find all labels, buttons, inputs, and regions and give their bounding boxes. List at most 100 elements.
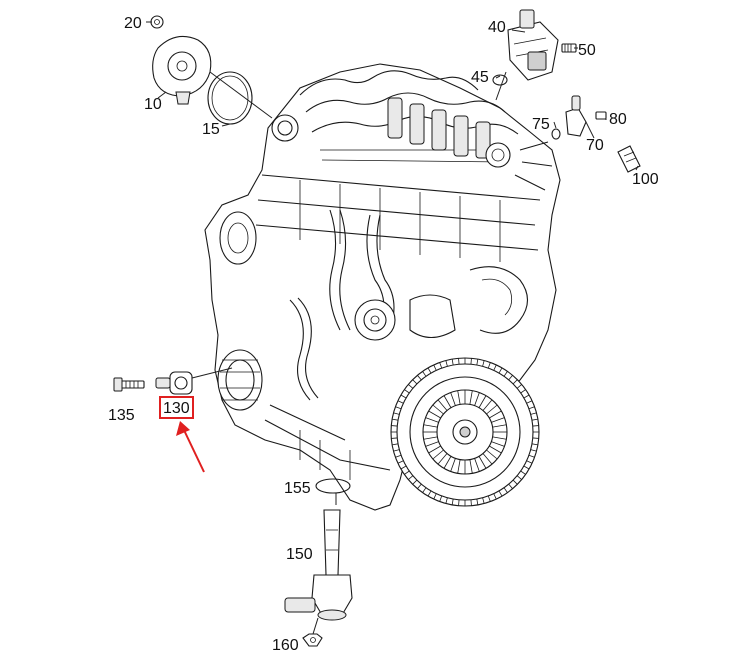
flywheel-tooth bbox=[530, 412, 537, 415]
flywheel-spoke bbox=[443, 456, 452, 469]
part-label-70[interactable]: 70 bbox=[586, 137, 604, 154]
part-label-15[interactable]: 15 bbox=[202, 121, 220, 138]
part-150-oil-level-sensor bbox=[284, 509, 353, 621]
flywheel-tooth bbox=[422, 371, 427, 377]
part-label-155[interactable]: 155 bbox=[284, 480, 311, 497]
flywheel-spoke bbox=[491, 441, 505, 447]
flywheel-spoke bbox=[457, 459, 461, 474]
flywheel-spoke bbox=[423, 424, 438, 428]
flywheel-spoke bbox=[486, 449, 498, 460]
part-label-130[interactable]: 130 bbox=[163, 400, 190, 417]
flywheel-tooth bbox=[498, 367, 503, 374]
part-label-80[interactable]: 80 bbox=[609, 111, 627, 128]
flywheel-tooth bbox=[523, 465, 530, 470]
flywheel-spoke bbox=[492, 436, 507, 440]
flywheel-spoke bbox=[432, 449, 444, 460]
flywheel-tooth bbox=[503, 487, 508, 493]
flywheel-tooth bbox=[451, 359, 454, 366]
flywheel-tooth bbox=[395, 406, 402, 410]
part-label-40[interactable]: 40 bbox=[488, 19, 506, 36]
flywheel-spoke bbox=[474, 458, 480, 472]
flywheel-spoke bbox=[474, 392, 480, 406]
flywheel-tooth bbox=[391, 437, 398, 439]
part-20-bolt bbox=[150, 15, 164, 29]
flywheel-tooth bbox=[526, 400, 533, 404]
highlight-arrow bbox=[182, 427, 205, 473]
flywheel-spoke bbox=[469, 459, 473, 474]
flywheel-tooth bbox=[422, 487, 427, 493]
flywheel-spoke bbox=[437, 453, 448, 465]
flywheel-tooth bbox=[512, 479, 518, 485]
flywheel-spoke bbox=[437, 399, 448, 411]
flywheel-spoke bbox=[428, 410, 441, 419]
part-label-50[interactable]: 50 bbox=[578, 42, 596, 59]
flywheel-tooth bbox=[508, 375, 513, 381]
flywheel-tooth bbox=[433, 364, 437, 371]
flywheel-tooth bbox=[470, 499, 472, 506]
flywheel-tooth bbox=[520, 389, 526, 394]
flywheel-tooth bbox=[526, 460, 533, 464]
flywheel-spoke bbox=[443, 395, 452, 408]
flywheel-tooth bbox=[439, 362, 443, 369]
flywheel-tooth bbox=[528, 454, 535, 458]
flywheel-spoke bbox=[491, 417, 505, 423]
flywheel-tooth bbox=[531, 443, 538, 446]
flywheel-spoke bbox=[425, 417, 439, 423]
flywheel-tooth bbox=[404, 470, 410, 475]
part-label-150[interactable]: 150 bbox=[286, 546, 313, 563]
leader-lines bbox=[146, 21, 639, 635]
flywheel-tooth bbox=[532, 425, 539, 427]
part-label-20[interactable]: 20 bbox=[124, 15, 142, 32]
flywheel-tooth bbox=[427, 490, 432, 497]
part-135-bolt bbox=[113, 377, 145, 392]
part-50-bolt bbox=[561, 43, 577, 53]
flywheel-tooth bbox=[476, 359, 479, 366]
flywheel-tooth bbox=[445, 497, 448, 504]
flywheel-spoke bbox=[489, 410, 502, 419]
flywheel-tooth bbox=[439, 495, 443, 502]
flywheel-tooth bbox=[417, 483, 422, 489]
highlight-130 bbox=[159, 396, 205, 473]
flywheel-tooth bbox=[412, 479, 418, 485]
flywheel-tooth bbox=[528, 406, 535, 410]
flywheel-tooth bbox=[516, 384, 522, 389]
flywheel-tooth bbox=[393, 412, 400, 415]
flywheel-tooth bbox=[532, 437, 539, 439]
flywheel-tooth bbox=[391, 425, 398, 427]
flywheel-tooth bbox=[458, 499, 460, 506]
engine-block bbox=[204, 63, 561, 511]
part-160-nut bbox=[302, 633, 323, 647]
part-label-75[interactable]: 75 bbox=[532, 116, 550, 133]
flywheel-tooth bbox=[417, 375, 422, 381]
flywheel-spoke bbox=[425, 441, 439, 447]
flywheel-spoke bbox=[450, 458, 456, 472]
highlight-arrow-head bbox=[176, 421, 190, 436]
part-label-100[interactable]: 100 bbox=[632, 171, 659, 188]
flywheel-tooth bbox=[408, 475, 414, 480]
flywheel-spoke bbox=[478, 395, 487, 408]
flywheel-tooth bbox=[427, 367, 432, 374]
flywheel-tooth bbox=[392, 443, 399, 446]
part-155-oring bbox=[315, 478, 351, 494]
part-80-bolt bbox=[595, 111, 607, 120]
flywheel-spoke bbox=[482, 453, 493, 465]
flywheel-tooth bbox=[503, 371, 508, 377]
flywheel-tooth bbox=[392, 418, 399, 421]
flywheel-tooth bbox=[400, 394, 407, 399]
part-label-10[interactable]: 10 bbox=[144, 96, 162, 113]
flywheel-assembly bbox=[390, 357, 540, 507]
flywheel-tooth bbox=[433, 493, 437, 500]
flywheel-tooth bbox=[458, 358, 460, 365]
flywheel-tooth bbox=[470, 358, 472, 365]
flywheel-tooth bbox=[482, 497, 485, 504]
flywheel-spoke bbox=[428, 445, 441, 454]
flywheel-tooth bbox=[523, 394, 530, 399]
part-label-45[interactable]: 45 bbox=[471, 69, 489, 86]
highlight-box bbox=[159, 396, 194, 419]
part-label-135[interactable]: 135 bbox=[108, 407, 135, 424]
flywheel-tooth bbox=[508, 483, 513, 489]
part-45-oring bbox=[492, 74, 508, 86]
flywheel-tooth bbox=[520, 470, 526, 475]
part-label-160[interactable]: 160 bbox=[272, 637, 299, 654]
